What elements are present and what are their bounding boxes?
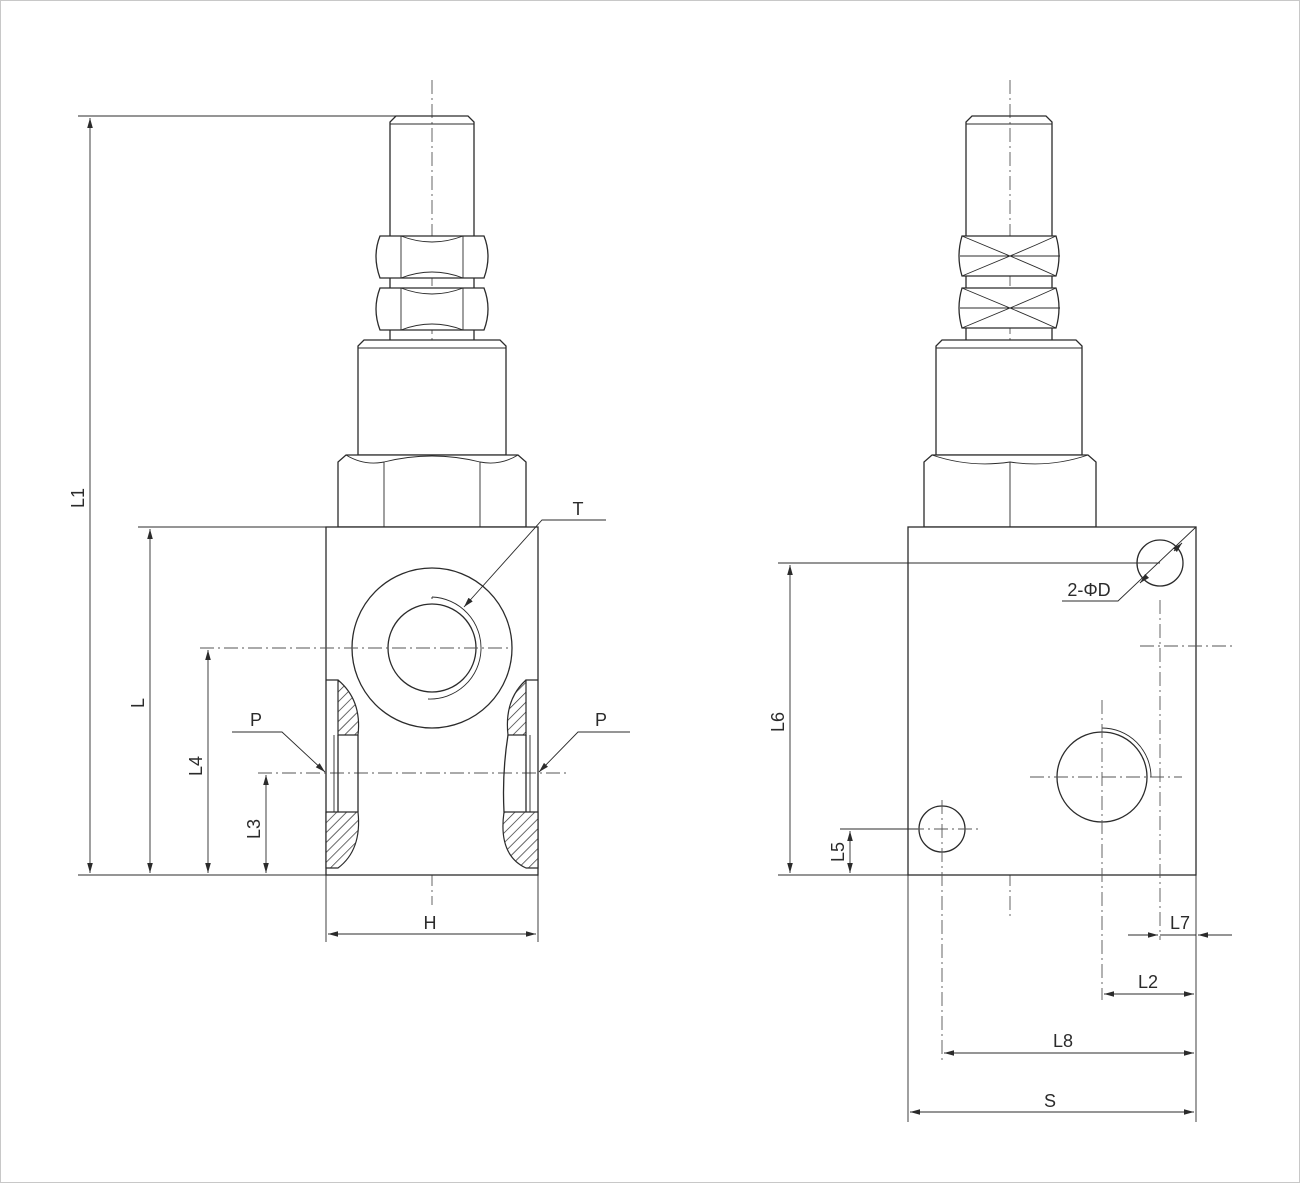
p-leader-left (232, 731, 326, 773)
label-l1: L1 (68, 488, 88, 508)
valve-block-front (325, 526, 539, 876)
d-leader (1062, 526, 1197, 602)
large-hex-nut (337, 454, 527, 528)
lock-nut-lower (375, 287, 489, 331)
side-view (778, 80, 1236, 1122)
label-l: L (128, 698, 148, 708)
label-d: 2-ΦD (1067, 580, 1110, 600)
lock-nut-upper (375, 235, 489, 279)
p-leader-right (538, 731, 630, 773)
side-adjusting-stem (965, 115, 1053, 340)
label-s: S (1044, 1091, 1056, 1111)
label-l2: L2 (1138, 972, 1158, 992)
label-t: T (573, 499, 584, 519)
label-l7: L7 (1170, 913, 1190, 933)
p-port-right-section (502, 679, 539, 869)
front-view (78, 80, 630, 942)
label-l5: L5 (828, 842, 848, 862)
label-l8: L8 (1053, 1031, 1073, 1051)
side-large-hex-nut (923, 454, 1097, 528)
side-cartridge-body (935, 339, 1083, 456)
adjusting-stem (389, 115, 475, 340)
label-p-right: P (595, 710, 607, 730)
label-l6: L6 (768, 712, 788, 732)
t-leader (463, 519, 606, 608)
side-lock-nut-upper (958, 235, 1060, 277)
label-l3: L3 (244, 819, 264, 839)
valve-block-side (907, 526, 1197, 876)
label-l4: L4 (186, 756, 206, 776)
side-lock-nut-lower (958, 287, 1060, 329)
side-port (1030, 700, 1182, 1000)
label-p-left: P (250, 710, 262, 730)
p-port-left-section (325, 679, 360, 869)
cartridge-body (357, 339, 507, 456)
label-h: H (424, 913, 437, 933)
